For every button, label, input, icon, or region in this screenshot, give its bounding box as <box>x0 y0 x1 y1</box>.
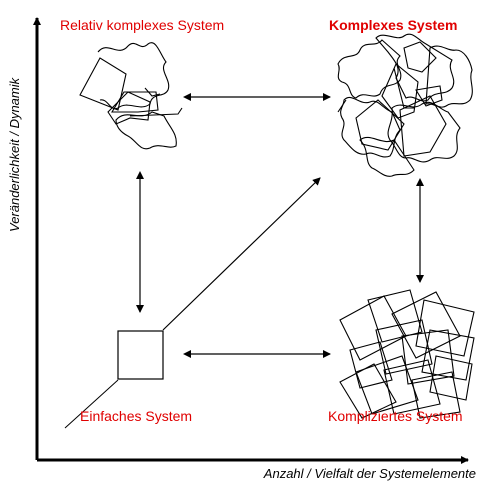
diagonal-origin-line <box>64 379 119 429</box>
diagonal-arrow <box>162 177 321 331</box>
x-axis-label: Anzahl / Vielfalt der Systemelemente <box>263 466 476 481</box>
complicated-system-shape <box>339 289 475 419</box>
simple-system-square <box>117 330 164 380</box>
complex-system-shape <box>337 33 473 177</box>
label-relatively-complex: Relativ komplexes System <box>60 17 225 33</box>
y-axis-label: Veränderlichkeit / Dynamik <box>7 77 22 232</box>
label-complex: Komplexes System <box>329 17 458 33</box>
label-complicated: Kompliziertes System <box>328 408 463 424</box>
relatively-complex-system-shape <box>79 42 183 150</box>
label-simple: Einfaches System <box>80 408 193 424</box>
